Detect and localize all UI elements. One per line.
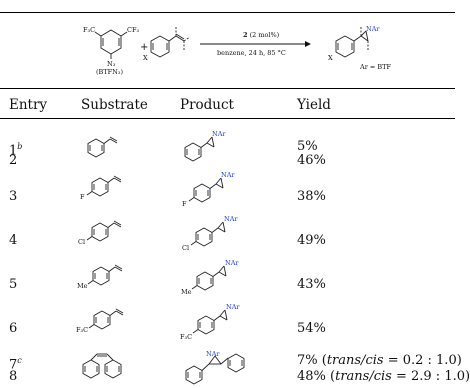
substituent-x: X <box>143 54 148 62</box>
row4-nar: NAr <box>224 215 238 223</box>
top-rule <box>0 12 455 13</box>
row6-product-cf3: F₃C <box>180 333 192 341</box>
row4-product-cl: Cl <box>182 244 189 252</box>
row4-substituent: Cl <box>78 238 85 246</box>
row3-nar: NAr <box>221 171 235 179</box>
row-yield-1: 5% <box>297 139 318 154</box>
substrate-fluorostyrene: F <box>80 175 122 201</box>
header-yield: Yield <box>297 97 331 113</box>
row6-substituent: F₃C <box>76 326 88 334</box>
row-yield-2: 46% <box>297 153 326 168</box>
catalyst-label: 2 (2 mol%) <box>243 31 280 39</box>
row6-nar: NAr <box>226 303 240 311</box>
substrate-stilbene <box>82 353 122 379</box>
btfn3-structure: F₃C CF₃ N₃ (BTFN₃) <box>83 26 139 76</box>
header-substrate: Substrate <box>81 97 148 113</box>
row5-nar: NAr <box>225 259 239 267</box>
product-styrene-aziridine: NAr <box>184 130 226 162</box>
product-x: X <box>328 54 333 62</box>
product-chloro-aziridine: Cl NAr <box>182 215 238 252</box>
substrate-styrene <box>87 136 118 158</box>
row-yield-6: 54% <box>297 321 326 336</box>
header-product: Product <box>180 97 234 113</box>
header-bottom-rule <box>0 118 455 119</box>
reagent-cf3-right: CF₃ <box>127 26 139 34</box>
row-entry-3: 3 <box>9 189 18 204</box>
product-fluoro-aziridine: F NAr <box>182 171 235 208</box>
header-entry: Entry <box>9 97 48 113</box>
substrate-methylstyrene: Me <box>77 264 123 290</box>
product-stilbene-aziridine: NAr <box>185 350 245 385</box>
product-trifluoromethyl-aziridine: F₃C NAr <box>180 303 240 341</box>
row-entry-8: 8 <box>9 369 18 384</box>
row-yield-8: 48% (trans/cis = 2.9 : 1.0) <box>297 369 470 384</box>
row-yield-3: 38% <box>297 189 326 204</box>
row-entry-4: 4 <box>9 233 18 248</box>
table-structures: NAr F F NAr Cl <box>76 130 245 385</box>
row-yield-5: 43% <box>297 277 326 292</box>
row5-product-me: Me <box>181 288 192 296</box>
alkene-structure: X <box>143 26 191 62</box>
row7-nar: NAr <box>206 350 220 358</box>
plus-sign: + <box>140 42 148 53</box>
row3-product-f: F <box>182 200 187 208</box>
substrate-chlorostyrene: Cl <box>78 220 122 246</box>
row-entry-6: 6 <box>9 321 18 336</box>
row-yield-7: 7% (trans/cis = 0.2 : 1.0) <box>297 353 462 368</box>
reaction-arrow <box>200 41 311 47</box>
conditions-label: benzene, 24 h, 85 °C <box>217 49 286 57</box>
row-entry-7: 7c <box>9 356 22 373</box>
row-entry-2: 2 <box>9 153 18 168</box>
reagent-cf3-left: F₃C <box>83 26 95 34</box>
row3-substituent: F <box>80 193 85 201</box>
row-yield-4: 49% <box>297 233 326 248</box>
row-entry-5: 5 <box>9 277 18 292</box>
product-structure: NAr X Ar = BTF <box>328 25 391 71</box>
reaction-scheme: F₃C CF₃ N₃ (BTFN₃) + X 2 (2 mol%) benzen… <box>83 25 391 76</box>
product-nar: NAr <box>366 25 380 33</box>
row1-nar: NAr <box>212 130 226 138</box>
reagent-n3: N₃ <box>107 60 116 68</box>
ar-definition: Ar = BTF <box>359 63 391 71</box>
header-top-rule <box>0 88 455 89</box>
row-entry-1: 1b <box>9 142 23 159</box>
reagent-name: (BTFN₃) <box>96 68 123 76</box>
product-methyl-aziridine: Me NAr <box>181 259 239 296</box>
row5-substituent: Me <box>77 282 88 290</box>
substrate-trifluoromethylstyrene: F₃C <box>76 308 124 334</box>
